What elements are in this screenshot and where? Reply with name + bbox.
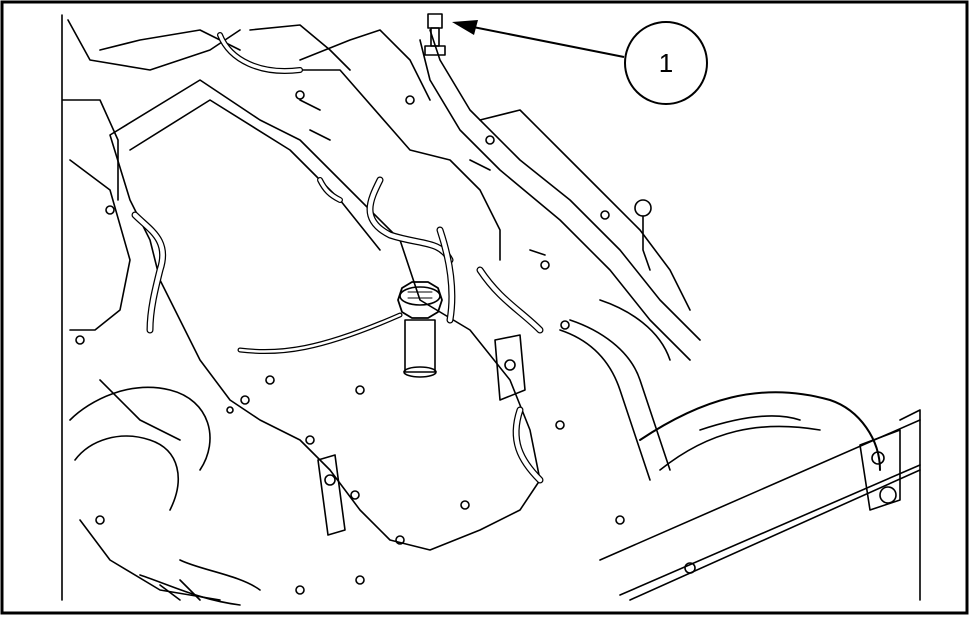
callout-circle bbox=[624, 21, 708, 105]
callout-leader bbox=[452, 20, 625, 58]
engine-line-art bbox=[61, 13, 921, 606]
callout-number: 1 bbox=[658, 48, 674, 78]
